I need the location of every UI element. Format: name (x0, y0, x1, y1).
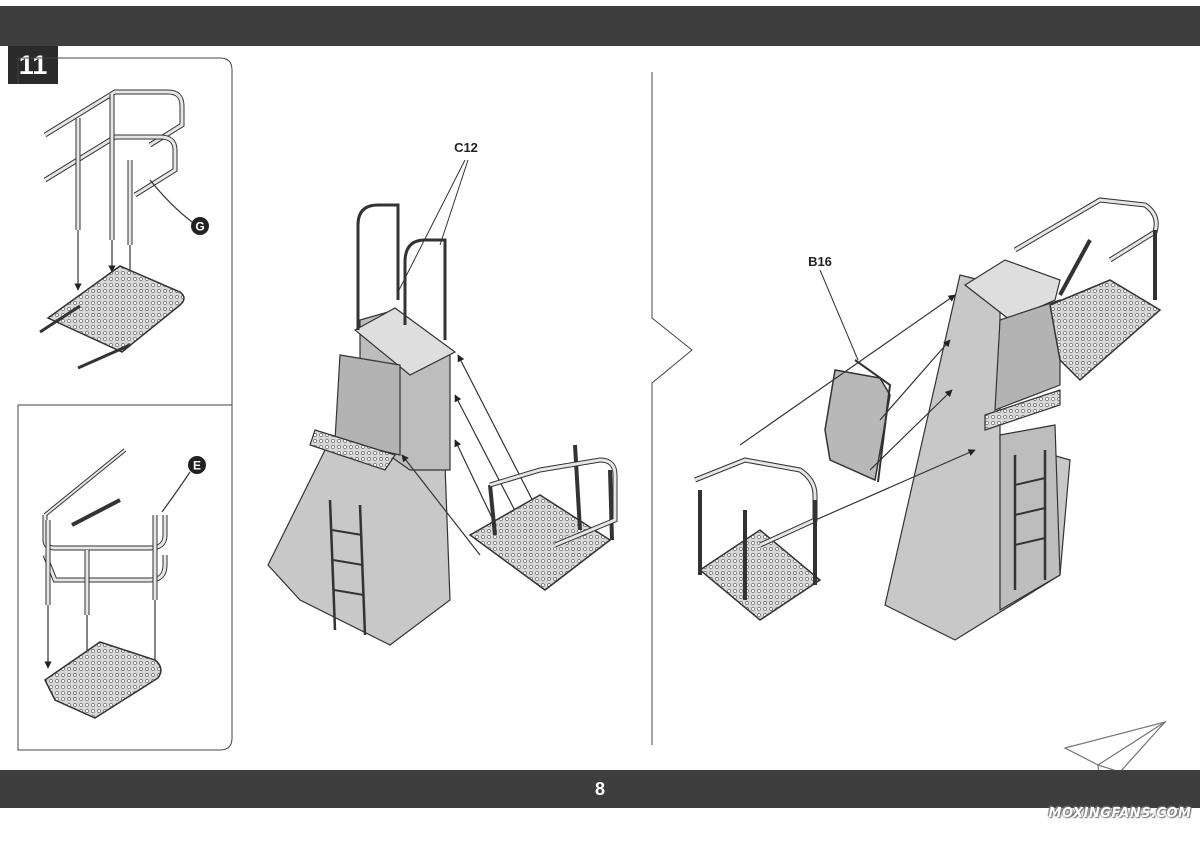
part-label-c12: C12 (454, 140, 478, 155)
platform-right-top-drawing (1013, 197, 1162, 382)
top-header-band (0, 6, 1200, 46)
tower-right-drawing (739, 259, 1071, 641)
platform-e-grate (44, 641, 162, 719)
callout-circle-g (191, 217, 209, 235)
bottom-footer-band (0, 770, 1200, 808)
step-number-badge: 11 (8, 46, 58, 84)
page-number: 8 (594, 779, 605, 799)
callout-g-label: G (195, 220, 204, 234)
panel-divider (651, 72, 693, 745)
railing-g-drawing (43, 89, 193, 346)
subpanel-frame-g (17, 57, 233, 406)
platform-middle-drawing (468, 444, 618, 591)
part-label-b16: B16 (808, 254, 832, 269)
callout-e-label: E (193, 459, 201, 473)
platform-right-bottom-drawing (694, 457, 822, 621)
watermark-text: MOXINGFANS.COM (1048, 806, 1192, 821)
tower-middle-drawing (267, 159, 541, 646)
railing-e-drawing (42, 448, 191, 706)
tower-cap-right (963, 259, 1061, 321)
tower-body-middle (267, 439, 451, 646)
tower-cap-middle (353, 307, 457, 376)
platform-g-grate (46, 265, 185, 353)
callout-circle-e (188, 456, 206, 474)
subpanel-frame-e (17, 405, 233, 751)
